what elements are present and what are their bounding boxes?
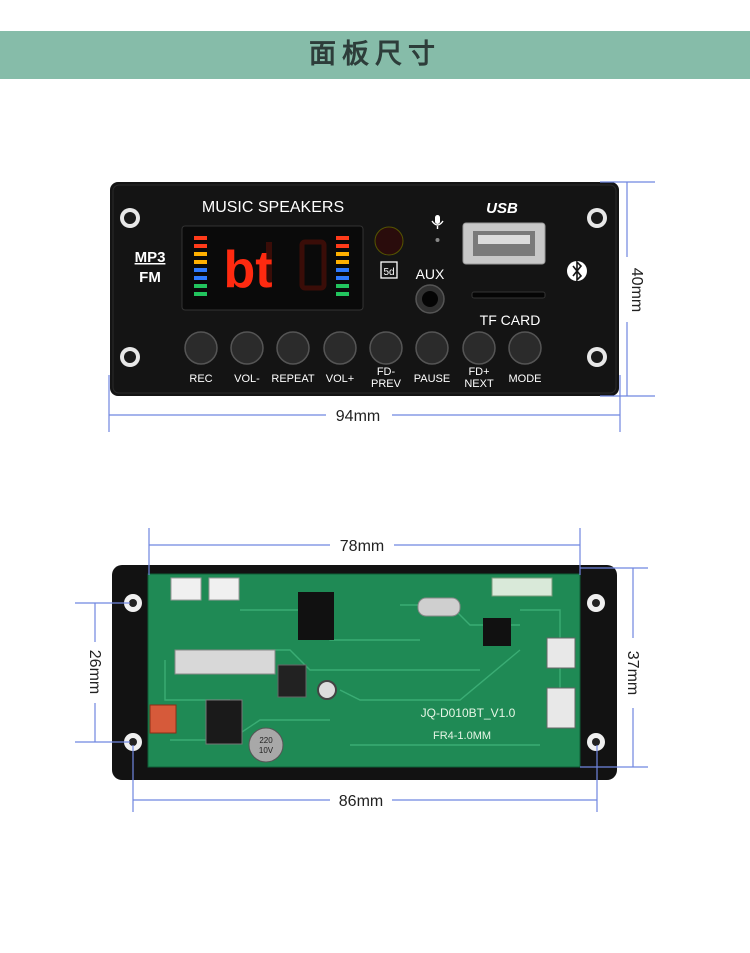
front-button-3[interactable]: REPEAT xyxy=(271,331,315,385)
board-name: JQ-D010BT_V1.0 xyxy=(421,706,516,720)
svg-text:220: 220 xyxy=(259,736,273,745)
svg-text:10V: 10V xyxy=(259,746,274,755)
front-buttons: REC VOL- REPEAT VOL+ FD-PREV PAUSE FD+NEXT MODE xyxy=(184,331,542,390)
crystal xyxy=(417,597,461,617)
antenna xyxy=(491,577,553,597)
display-ribbon xyxy=(174,649,276,675)
usb-port[interactable] xyxy=(462,222,546,265)
usb-logo: USB xyxy=(486,200,518,217)
back-bottom-width-label: 86mm xyxy=(339,793,383,810)
front-button-label: PAUSE xyxy=(414,373,450,385)
back-screw-holes xyxy=(124,594,605,751)
header-banner xyxy=(0,31,750,79)
svg-text:5d: 5d xyxy=(383,267,394,278)
front-height-label: 40mm xyxy=(628,268,645,312)
brand-label: MUSIC SPEAKERS xyxy=(202,199,344,216)
bluetooth-icon xyxy=(567,260,587,282)
right-terminals xyxy=(546,637,576,729)
front-button-label: REC xyxy=(189,373,212,385)
fm-logo: FM xyxy=(139,269,161,286)
microphone-icon xyxy=(431,215,444,242)
ir-receiver xyxy=(374,226,404,256)
regulator xyxy=(277,664,307,698)
aux-jack[interactable] xyxy=(415,284,445,314)
front-button-8[interactable]: MODE xyxy=(508,331,542,385)
front-button-1[interactable]: REC xyxy=(184,331,218,385)
level-meter-left xyxy=(194,236,207,296)
mp3-logo: MP3 xyxy=(135,249,166,266)
board-screw xyxy=(317,680,337,700)
capacitor: 220 10V xyxy=(248,727,284,763)
front-button-4[interactable]: VOL+ xyxy=(323,331,357,385)
tf-card-label: TF CARD xyxy=(480,312,541,328)
page-title: 面板尺寸 xyxy=(309,39,441,70)
front-button-label: MODE xyxy=(509,373,542,385)
front-button-label: VOL+ xyxy=(326,373,354,385)
front-button-label: VOL- xyxy=(234,373,260,385)
red-connector xyxy=(149,704,177,734)
front-button-label: REPEAT xyxy=(271,373,314,385)
front-button-label: FD- xyxy=(377,366,396,378)
front-button-7[interactable]: FD+NEXT xyxy=(462,331,496,390)
front-panel: MUSIC SPEAKERS MP3 FM xyxy=(110,182,619,396)
board-spec: FR4-1.0MM xyxy=(433,730,491,742)
mode-5d-icon: 5d xyxy=(380,261,398,279)
ic-chip xyxy=(298,592,334,640)
back-top-width-label: 78mm xyxy=(340,538,384,555)
front-width-label: 94mm xyxy=(336,408,380,425)
front-button-label: FD+ xyxy=(468,366,489,378)
level-meter-right xyxy=(336,236,349,296)
front-button-sublabel: NEXT xyxy=(464,378,494,390)
front-button-2[interactable]: VOL- xyxy=(230,331,264,385)
aux-label: AUX xyxy=(416,266,445,282)
front-button-6[interactable]: PAUSE xyxy=(414,331,450,385)
front-button-sublabel: PREV xyxy=(371,378,402,390)
back-panel: 220 10V JQ-D010BT_V1.0 FR4-1.0MM xyxy=(112,565,617,780)
tf-card-slot[interactable] xyxy=(471,291,546,299)
back-dimensions xyxy=(75,528,648,812)
white-connectors xyxy=(170,577,240,601)
front-button-5[interactable]: FD-PREV xyxy=(369,331,403,390)
display-text: bt xyxy=(223,241,272,299)
power-chip xyxy=(205,699,243,745)
back-left-height-label: 26mm xyxy=(86,650,103,694)
bluetooth-chip xyxy=(483,618,511,646)
screw-holes xyxy=(120,208,607,367)
front-dimensions xyxy=(108,181,655,432)
back-right-height-label: 37mm xyxy=(624,651,641,695)
led-display: bt xyxy=(181,225,364,311)
